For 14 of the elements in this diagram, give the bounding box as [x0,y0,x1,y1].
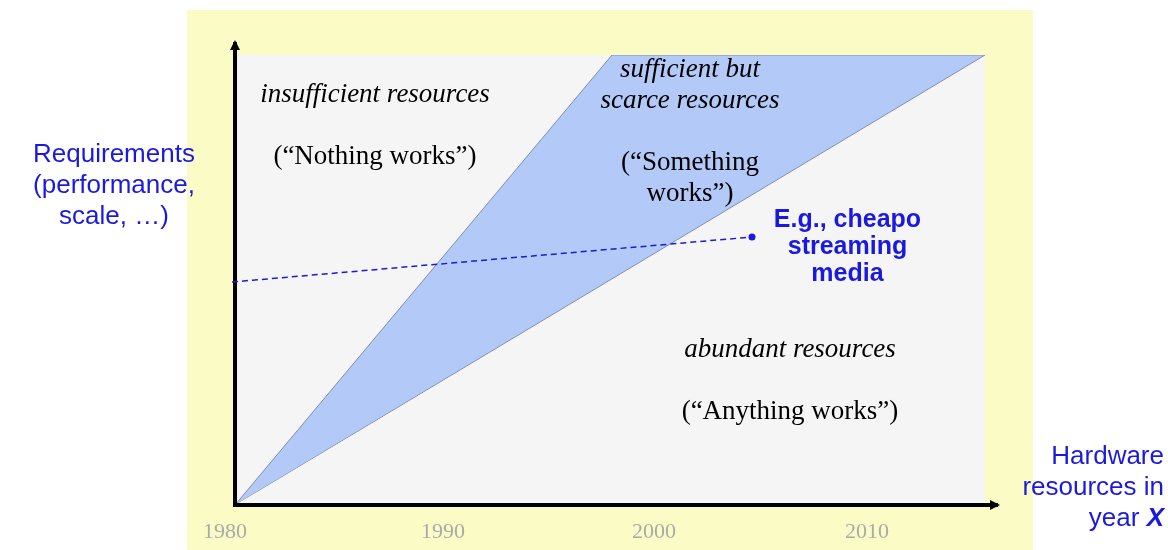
region-label: abundant resources [683,333,897,364]
region-label: sufficient but scarce resources [600,53,780,115]
region-label: (“Nothing works”) [272,140,478,171]
tick-label: 1990 [421,518,465,544]
region-label: insufficient resources [259,78,491,109]
axis-title: Hardware resources in year X [1022,440,1164,533]
tick-label: 2010 [845,518,889,544]
tick-label: 1980 [203,518,247,544]
annotation-label: E.g., cheapo streaming media [772,205,923,286]
dashed-trend-line [231,233,756,283]
region-label: (“Anything works”) [680,395,900,426]
region-label: (“Something works”) [620,146,760,208]
axis-title: Requirements (performance, scale, …) [32,138,196,231]
tick-label: 2000 [632,518,676,544]
